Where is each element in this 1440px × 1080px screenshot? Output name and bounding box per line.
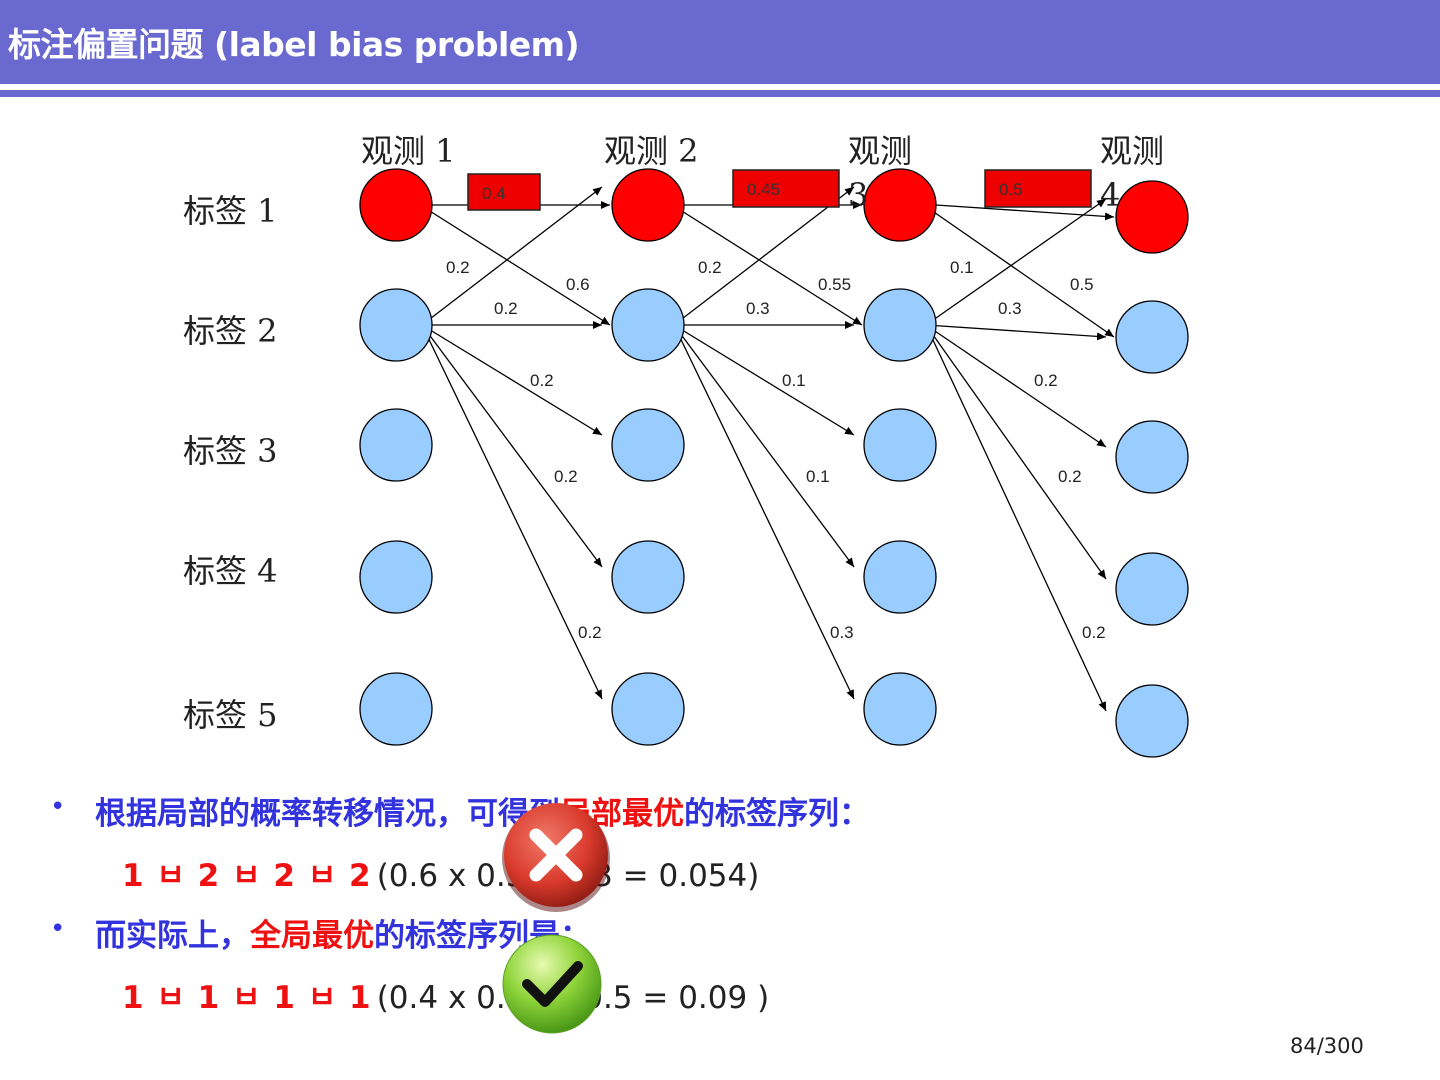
check-mark-icon	[502, 934, 602, 1034]
edge-2-2	[925, 324, 1107, 341]
state-node	[863, 672, 937, 746]
observation-header-index: 4	[1100, 176, 1120, 214]
state-node	[359, 672, 433, 746]
probability-box-value: 0.4	[482, 184, 506, 203]
state-node	[1115, 420, 1189, 494]
edge-2-3	[421, 324, 603, 436]
state-node	[359, 540, 433, 614]
edge-probability: 0.3	[998, 299, 1022, 318]
row-label: 标签 2	[183, 312, 278, 350]
edge-2-5	[421, 324, 603, 700]
probability-box-value: 0.5	[999, 180, 1023, 199]
edge-2-1	[421, 186, 603, 326]
probability-box-value: 0.45	[747, 180, 780, 199]
state-node-label1	[863, 168, 937, 242]
edge-1-2	[413, 200, 611, 326]
row-label: 标签 3	[183, 432, 278, 470]
row-label: 标签 1	[183, 192, 278, 230]
edge-1-2	[665, 200, 863, 326]
edge-probability: 0.3	[830, 623, 854, 642]
bullet-marker: •	[50, 914, 66, 944]
title-bar	[0, 0, 1440, 84]
state-node	[611, 672, 685, 746]
observation-header: 观测 2	[604, 132, 699, 170]
edge-probability: 0.2	[446, 258, 470, 277]
bullet1-suffix: 的标签序列：	[684, 796, 870, 832]
state-node	[863, 540, 937, 614]
edge-probability: 0.2	[1082, 623, 1106, 642]
edge-2-1	[673, 186, 855, 326]
edge-2-1	[925, 198, 1107, 326]
title-divider	[0, 90, 1440, 97]
edge-2-4	[421, 324, 603, 568]
state-node	[863, 288, 937, 362]
edge-probability: 0.2	[530, 371, 554, 390]
edge-probability: 0.2	[578, 623, 602, 642]
edge-1-2	[917, 200, 1115, 338]
row-label: 标签 4	[183, 552, 278, 590]
state-node	[611, 540, 685, 614]
edge-probability: 0.2	[494, 299, 518, 318]
local-sequence: 1 ㅂ 2 ㅂ 2 ㅂ 2	[122, 858, 372, 894]
state-node	[1115, 552, 1189, 626]
observation-header: 观测 1	[361, 132, 456, 170]
state-node	[359, 408, 433, 482]
state-node	[863, 408, 937, 482]
wrong-cross-icon	[502, 803, 610, 912]
probability-box	[467, 173, 541, 211]
observation-header: 观测	[848, 132, 912, 170]
probability-box	[732, 169, 840, 208]
edge-probability: 0.2	[1034, 371, 1058, 390]
state-node	[1115, 300, 1189, 374]
bullet-local-optimal: 根据局部的概率转移情况，可得到局部最优的标签序列：	[95, 788, 870, 833]
edge-probability: 0.55	[818, 275, 851, 294]
state-node-label1	[1115, 180, 1189, 254]
state-node	[611, 288, 685, 362]
edge-probability: 0.6	[566, 275, 590, 294]
edge-probability: 0.1	[950, 258, 974, 277]
probability-box	[984, 169, 1092, 208]
state-node	[359, 288, 433, 362]
state-node-label1	[611, 168, 685, 242]
bullet-marker: •	[50, 792, 66, 822]
edge-2-4	[925, 324, 1107, 580]
observation-header: 观测	[1100, 132, 1164, 170]
global-sequence: 1 ㅂ 1 ㅂ 1 ㅂ 1	[122, 980, 372, 1016]
edge-2-4	[673, 324, 855, 568]
edge-probability: 0.5	[1070, 275, 1094, 294]
edge-probability: 0.1	[806, 467, 830, 486]
edge-probability: 0.1	[782, 371, 806, 390]
bullet2-prefix: 而实际上，	[95, 918, 250, 954]
local-sequence-line: 1 ㅂ 2 ㅂ 2 ㅂ 2 (0.6 x 0.3 x 0.3 = 0.054)	[122, 850, 759, 895]
edge-2-3	[673, 324, 855, 436]
slide-title: 标注偏置问题 (label bias problem)	[8, 25, 580, 64]
edge-probability: 0.2	[698, 258, 722, 277]
state-node	[1115, 684, 1189, 758]
bullet2-highlight: 全局最优	[250, 918, 374, 954]
page-number: 84/300	[1290, 1034, 1364, 1058]
edge-2-3	[925, 324, 1107, 448]
observation-header-index: 3	[848, 176, 868, 214]
state-node-label1	[359, 168, 433, 242]
row-label: 标签 5	[183, 696, 278, 734]
edge-1-1	[935, 204, 1115, 221]
edge-probability: 0.2	[554, 467, 578, 486]
edge-probability: 0.3	[746, 299, 770, 318]
edge-2-5	[673, 324, 855, 700]
edge-2-5	[925, 324, 1107, 712]
bullet1-prefix: 根据局部的概率转移情况，可得到	[95, 796, 560, 832]
global-sequence-line: 1 ㅂ 1 ㅂ 1 ㅂ 1 (0.4 x 0.45 x 0.5 = 0.09 )	[122, 972, 769, 1017]
state-node	[611, 408, 685, 482]
edge-probability: 0.2	[1058, 467, 1082, 486]
